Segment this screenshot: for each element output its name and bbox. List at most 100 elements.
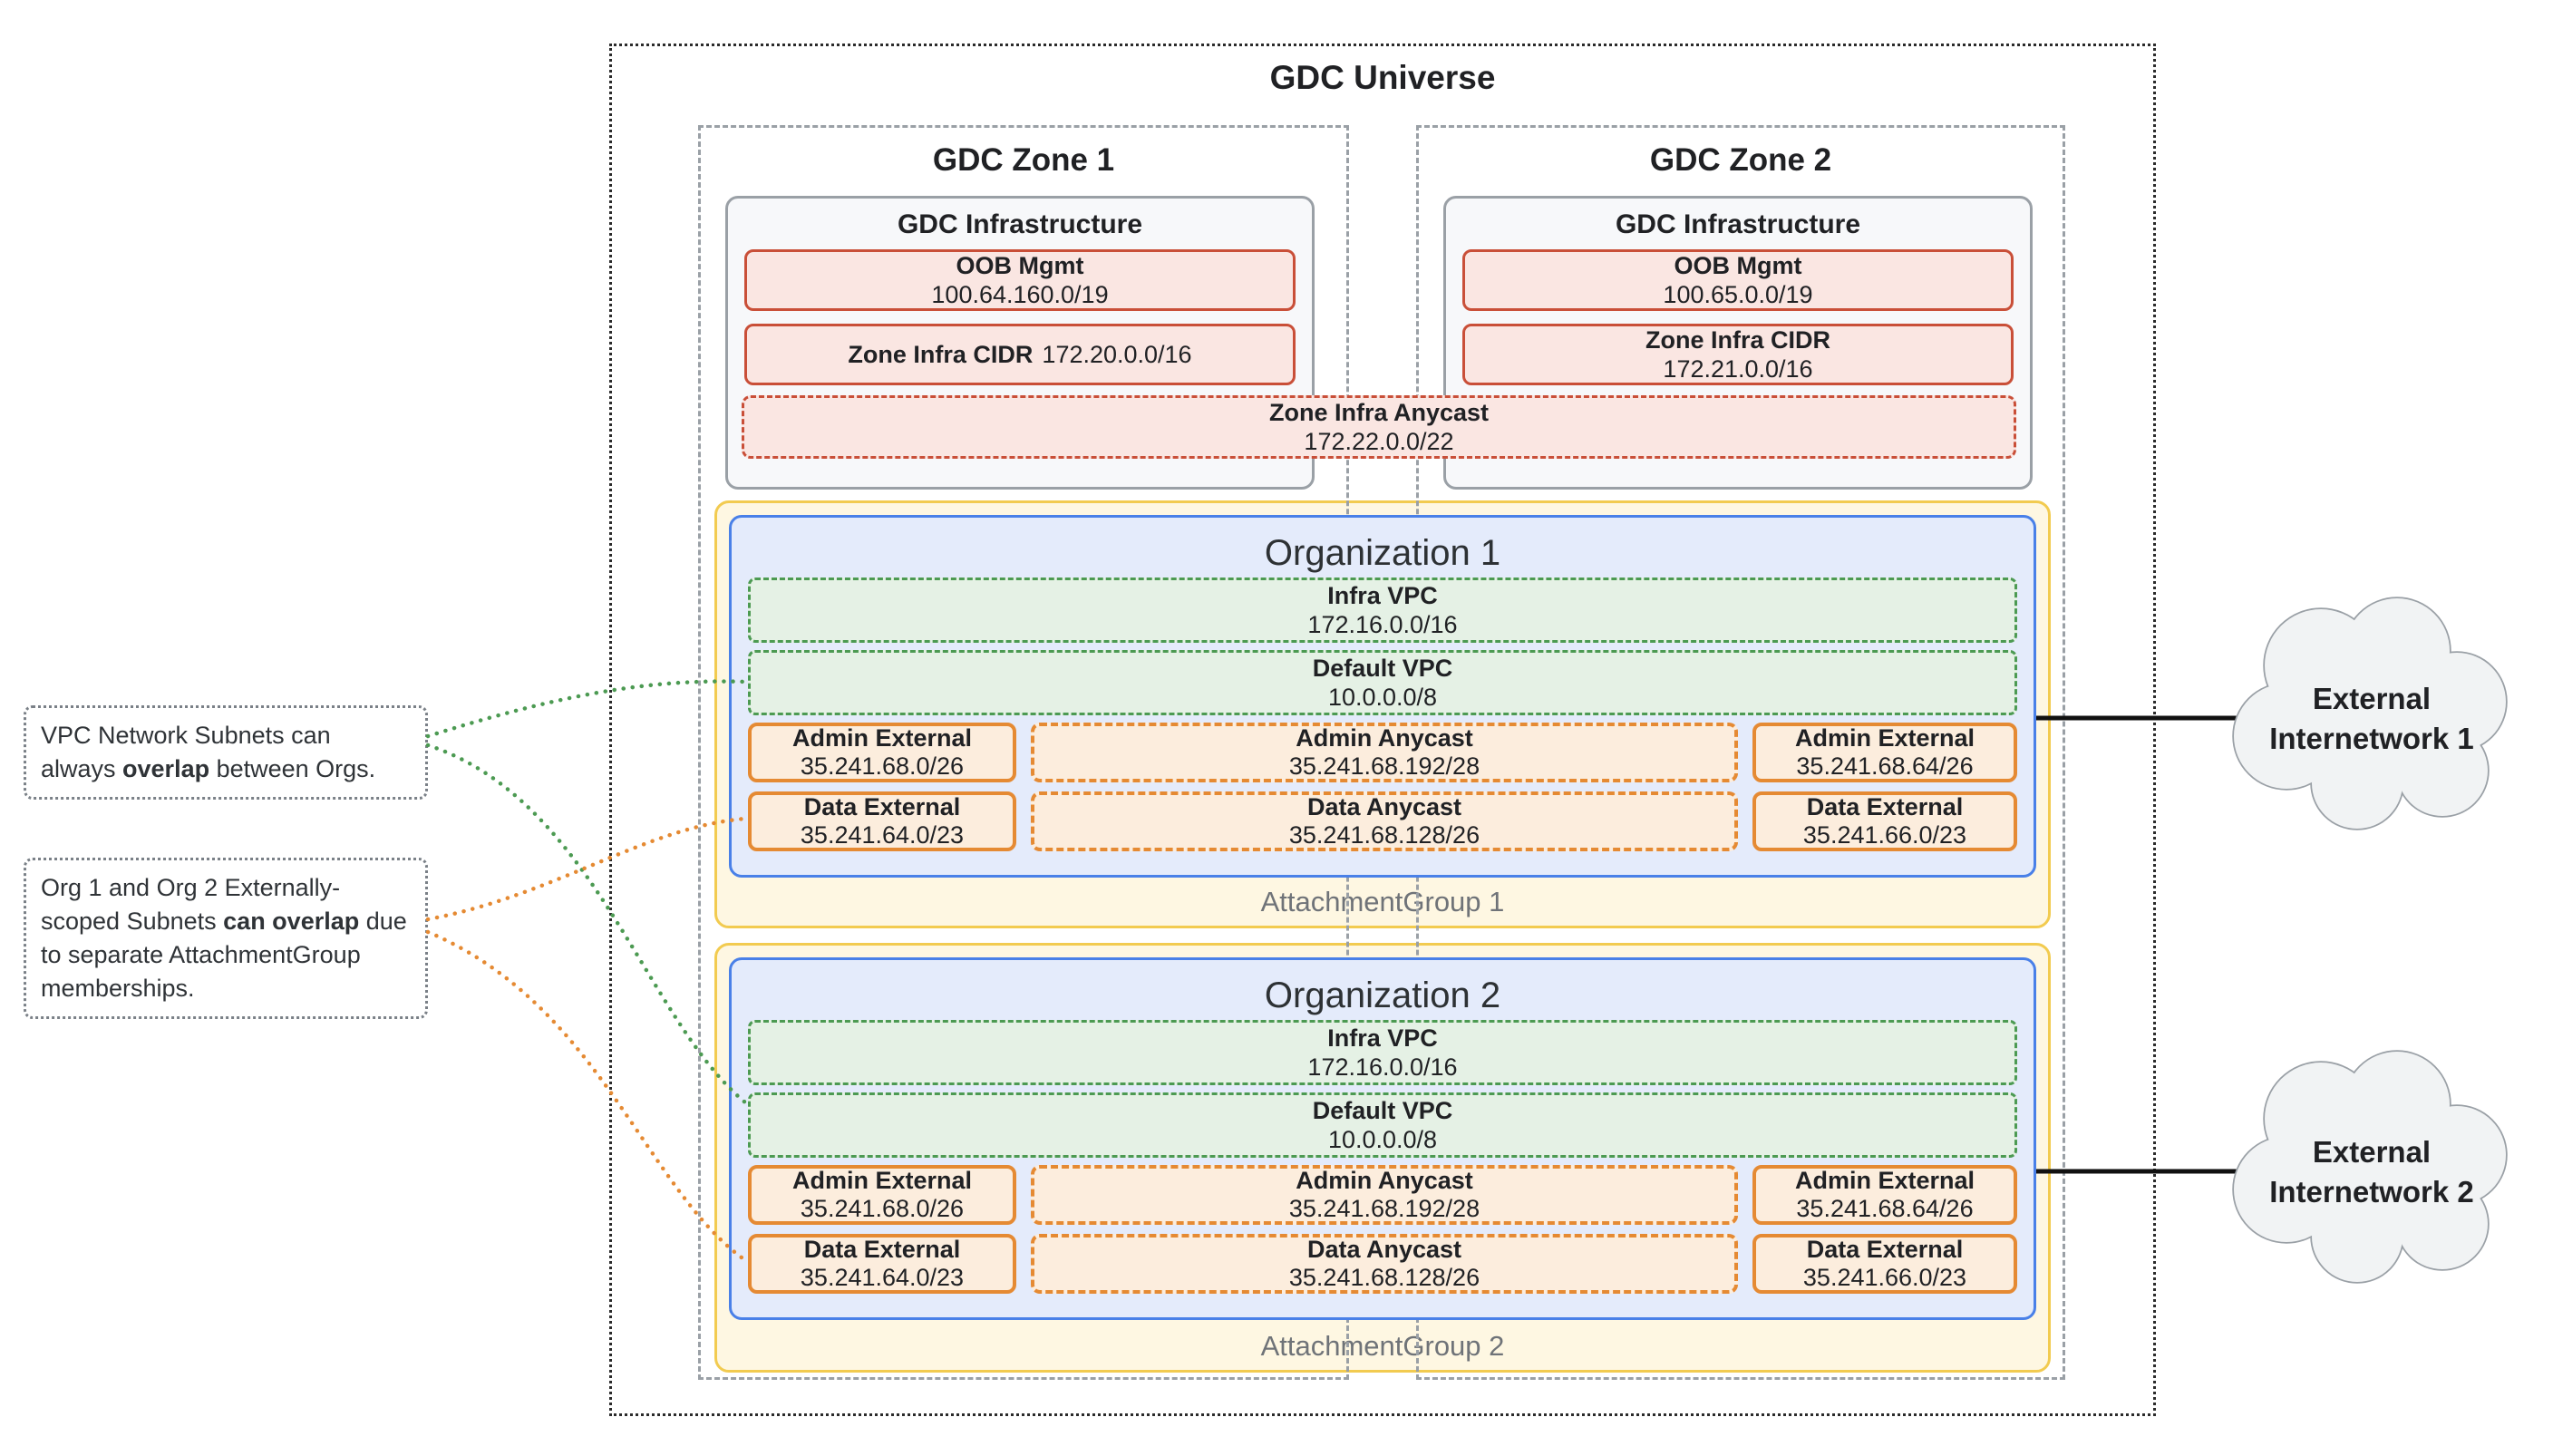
internetwork-1-label-line1: External xyxy=(2313,682,2431,715)
subnet-label: Admin External xyxy=(1794,724,1975,752)
zone-infra-cidr-zone2: Zone Infra CIDR 172.21.0.0/16 xyxy=(1462,324,2014,385)
org1-default-vpc: Default VPC 10.0.0.0/8 xyxy=(748,650,2017,715)
cloud-body xyxy=(2281,645,2462,787)
attachment-group-1-label: AttachmentGroup 1 xyxy=(1260,886,1505,917)
cloud-bump xyxy=(2263,607,2379,723)
organization-2-title: Organization 2 xyxy=(1264,975,1501,1015)
cloud-body xyxy=(2281,1099,2462,1240)
cloud-bump-fill xyxy=(2312,1191,2403,1282)
org2-subnet-grid: Admin External 35.241.68.0/26 Admin Anyc… xyxy=(748,1165,2017,1294)
subnet-cidr: 35.241.68.0/26 xyxy=(800,1195,965,1222)
oob-mgmt-cidr: 100.64.160.0/19 xyxy=(931,281,1109,308)
note-text: Org 1 and Org 2 Externally-scoped Subnet… xyxy=(41,874,341,935)
subnet-label: Admin Anycast xyxy=(1296,1167,1473,1194)
cloud-bump-fill xyxy=(2234,684,2339,789)
zone-infra-cidr-label: Zone Infra CIDR xyxy=(1645,326,1830,354)
cloud-bump xyxy=(2232,682,2341,791)
org1-admin-external-z1: Admin External 35.241.68.0/26 xyxy=(748,723,1016,782)
note-text-bold: can overlap xyxy=(223,908,360,935)
organization-1-box: Organization 1 Infra VPC 172.16.0.0/16 D… xyxy=(729,515,2036,878)
zone-infra-cidr-label: Zone Infra CIDR xyxy=(848,341,1034,368)
organization-1-title: Organization 1 xyxy=(1264,532,1501,573)
cloud-outline xyxy=(2232,1050,2508,1284)
subnet-label: Admin External xyxy=(791,1167,973,1194)
infra-vpc-label: Infra VPC xyxy=(1327,582,1438,609)
zone-infra-anycast-label: Zone Infra Anycast xyxy=(1268,399,1490,426)
subnet-cidr: 35.241.66.0/23 xyxy=(1802,1264,1967,1291)
cloud-bump-fill xyxy=(2408,1106,2506,1204)
zone-infra-cidr-zone1: Zone Infra CIDR 172.20.0.0/16 xyxy=(744,324,1296,385)
note-text: between Orgs. xyxy=(209,755,376,782)
subnet-cidr: 35.241.68.128/26 xyxy=(1288,821,1480,849)
infra-vpc-cidr: 172.16.0.0/16 xyxy=(1307,1053,1458,1081)
subnet-cidr: 35.241.68.64/26 xyxy=(1796,1195,1974,1222)
org1-admin-anycast: Admin Anycast 35.241.68.192/28 xyxy=(1031,723,1738,782)
cloud-bump xyxy=(2395,1177,2490,1271)
org2-data-anycast: Data Anycast 35.241.68.128/26 xyxy=(1031,1234,1738,1294)
oob-mgmt-label: OOB Mgmt xyxy=(956,252,1084,279)
cloud-bump-fill xyxy=(2265,1063,2377,1175)
infrastructure-title-zone2: GDC Infrastructure xyxy=(1615,209,1861,239)
subnet-label: Data External xyxy=(803,793,961,820)
oob-mgmt-zone2: OOB Mgmt 100.65.0.0/19 xyxy=(1462,249,2014,311)
default-vpc-label: Default VPC xyxy=(1312,655,1453,682)
note-text-bold: overlap xyxy=(122,755,210,782)
zone-1-title: GDC Zone 1 xyxy=(932,142,1115,178)
org2-data-external-z2: Data External 35.241.66.0/23 xyxy=(1752,1234,2017,1294)
org1-infra-vpc: Infra VPC 172.16.0.0/16 xyxy=(748,578,2017,643)
org1-subnet-grid: Admin External 35.241.68.0/26 Admin Anyc… xyxy=(748,723,2017,851)
note-text: VPC Network Subnets can always xyxy=(41,722,331,782)
note-external-subnet-overlap: Org 1 and Org 2 Externally-scoped Subnet… xyxy=(24,858,428,1019)
zone-2-title: GDC Zone 2 xyxy=(1649,142,1832,178)
universe-title: GDC Universe xyxy=(1269,59,1496,96)
subnet-cidr: 35.241.66.0/23 xyxy=(1802,821,1967,849)
subnet-label: Admin Anycast xyxy=(1296,724,1473,752)
subnet-cidr: 35.241.68.192/28 xyxy=(1288,1195,1480,1222)
oob-mgmt-cidr: 100.65.0.0/19 xyxy=(1663,281,1813,308)
org1-data-external-z1: Data External 35.241.64.0/23 xyxy=(748,791,1016,851)
cloud-bump-fill xyxy=(2265,609,2377,722)
subnet-cidr: 35.241.68.192/28 xyxy=(1288,752,1480,780)
subnet-label: Data Anycast xyxy=(1306,1236,1462,1263)
oob-mgmt-zone1: OOB Mgmt 100.64.160.0/19 xyxy=(744,249,1296,311)
cloud-bump xyxy=(2406,1104,2508,1206)
cloud-outline xyxy=(2232,597,2508,830)
cloud-bump-fill xyxy=(2344,1052,2450,1157)
organization-2-box: Organization 2 Infra VPC 172.16.0.0/16 D… xyxy=(729,957,2036,1320)
subnet-cidr: 35.241.68.128/26 xyxy=(1288,1264,1480,1291)
cloud-bump-fill xyxy=(2234,1137,2339,1242)
subnet-cidr: 35.241.64.0/23 xyxy=(800,1264,965,1291)
zone-infra-cidr-value: 172.21.0.0/16 xyxy=(1663,355,1813,383)
org1-admin-external-z2: Admin External 35.241.68.64/26 xyxy=(1752,723,2017,782)
cloud-bump-fill xyxy=(2397,1179,2488,1269)
cloud-bump xyxy=(2263,1061,2379,1177)
infra-vpc-label: Infra VPC xyxy=(1327,1024,1438,1052)
note-vpc-overlap: VPC Network Subnets can always overlap b… xyxy=(24,705,428,800)
oob-mgmt-label: OOB Mgmt xyxy=(1674,252,1802,279)
cloud-bump xyxy=(2232,1135,2341,1244)
cloud-bump-fill xyxy=(2397,725,2488,816)
attachment-group-2-label: AttachmentGroup 2 xyxy=(1260,1330,1505,1362)
subnet-label: Data External xyxy=(803,1236,961,1263)
cloud-bump xyxy=(2406,651,2508,752)
org2-default-vpc: Default VPC 10.0.0.0/8 xyxy=(748,1092,2017,1158)
org2-data-external-z1: Data External 35.241.64.0/23 xyxy=(748,1234,1016,1294)
external-internetwork-1-cloud: External Internetwork 1 xyxy=(2232,597,2508,830)
infrastructure-title-zone1: GDC Infrastructure xyxy=(897,209,1143,239)
subnet-label: Data External xyxy=(1806,1236,1964,1263)
cloud-bump xyxy=(2310,1189,2404,1284)
cloud-bump-fill xyxy=(2312,738,2403,829)
cloud-bump xyxy=(2395,723,2490,818)
cloud-bump xyxy=(2343,597,2451,705)
org2-admin-external-z2: Admin External 35.241.68.64/26 xyxy=(1752,1165,2017,1225)
infra-vpc-cidr: 172.16.0.0/16 xyxy=(1307,611,1458,638)
cloud-bump-fill xyxy=(2408,653,2506,751)
cloud-bump xyxy=(2310,736,2404,830)
org1-data-external-z2: Data External 35.241.66.0/23 xyxy=(1752,791,2017,851)
default-vpc-cidr: 10.0.0.0/8 xyxy=(1327,1126,1438,1153)
org1-data-anycast: Data Anycast 35.241.68.128/26 xyxy=(1031,791,1738,851)
zone-infra-anycast-cidr: 172.22.0.0/22 xyxy=(1304,428,1454,455)
org2-admin-external-z1: Admin External 35.241.68.0/26 xyxy=(748,1165,1016,1225)
subnet-label: Admin External xyxy=(791,724,973,752)
